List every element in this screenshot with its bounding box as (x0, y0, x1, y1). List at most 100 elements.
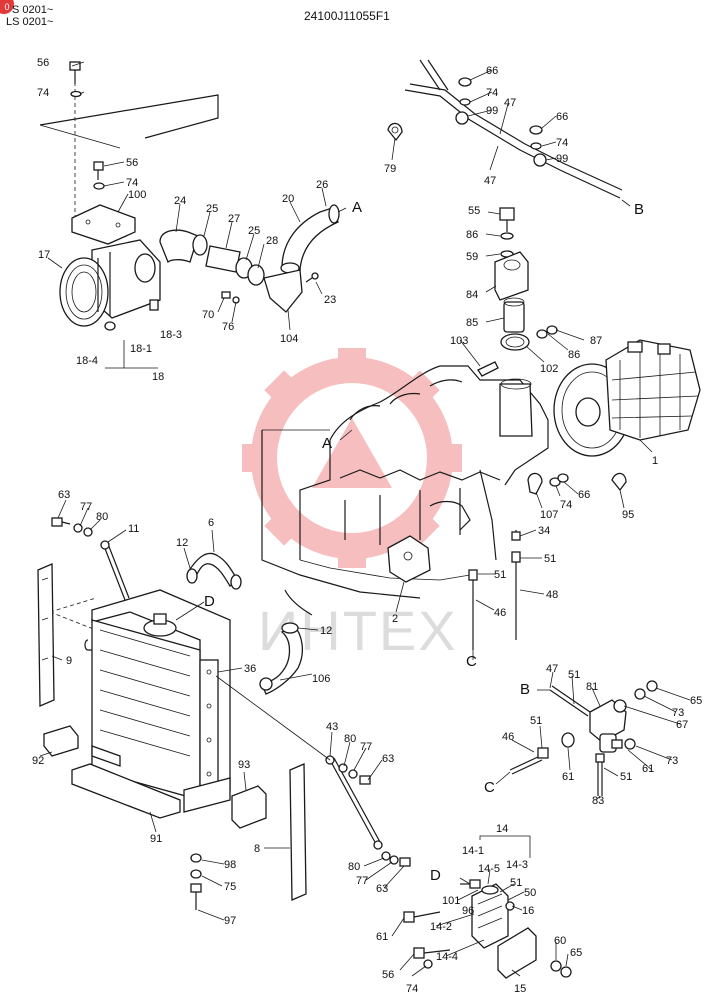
callout-61: 61 (562, 771, 574, 783)
callout-102: 102 (540, 363, 558, 375)
callout-56: 56 (126, 157, 138, 169)
callout-20: 20 (282, 193, 294, 205)
filter-stack (477, 207, 558, 377)
watermark-gear-logo (242, 348, 462, 568)
engine-side-parts (468, 472, 627, 650)
callout-12: 12 (320, 625, 332, 637)
callout-77: 77 (360, 741, 372, 753)
callout-51: 51 (510, 877, 522, 889)
callout-14-5: 14-5 (478, 863, 500, 875)
callout-61: 61 (642, 763, 654, 775)
callout-74: 74 (556, 137, 568, 149)
callout-86: 86 (466, 229, 478, 241)
callout-83: 83 (592, 795, 604, 807)
callout-16: 16 (522, 905, 534, 917)
callout-100: 100 (128, 189, 146, 201)
callout-65: 65 (570, 947, 582, 959)
callout-55: 55 (468, 205, 480, 217)
callout-80: 80 (344, 733, 356, 745)
callout-103: 103 (450, 335, 468, 347)
callout-80: 80 (96, 511, 108, 523)
manufacturer-badge: 0 (0, 0, 14, 14)
callout-14: 14 (496, 823, 508, 835)
callout-50: 50 (524, 887, 536, 899)
engine-outline (261, 365, 549, 616)
callout-47: 47 (504, 97, 516, 109)
callout-12: 12 (176, 537, 188, 549)
callout-2: 2 (392, 613, 398, 625)
callout-43: 43 (326, 721, 338, 733)
callout-79: 79 (384, 163, 396, 175)
callout-93: 93 (238, 759, 250, 771)
callout-59: 59 (466, 251, 478, 263)
callout-56: 56 (37, 57, 49, 69)
callout-73: 73 (672, 707, 684, 719)
callout-46: 46 (502, 731, 514, 743)
callout-51: 51 (530, 715, 542, 727)
callout-73: 73 (666, 755, 678, 767)
callout-66: 66 (578, 489, 590, 501)
callout-75: 75 (224, 881, 236, 893)
callout-17: 17 (38, 249, 50, 261)
callout-74: 74 (406, 983, 418, 995)
callout-74: 74 (37, 87, 49, 99)
callout-27: 27 (228, 213, 240, 225)
leader-lines (39, 61, 691, 977)
callout-6: 6 (208, 517, 214, 529)
callout-23: 23 (324, 294, 336, 306)
callout-77: 77 (356, 875, 368, 887)
callout-C: C (466, 653, 477, 670)
callout-96: 96 (462, 905, 474, 917)
callout-36: 36 (244, 663, 256, 675)
callout-51: 51 (620, 771, 632, 783)
callout-67: 67 (676, 719, 688, 731)
callout-85: 85 (466, 317, 478, 329)
callout-14-2: 14-2 (430, 921, 452, 933)
callout-99: 99 (556, 153, 568, 165)
callout-101: 101 (442, 895, 460, 907)
callout-A: A (322, 435, 332, 452)
callout-8: 8 (254, 843, 260, 855)
callout-77: 77 (80, 501, 92, 513)
callout-18-3: 18-3 (160, 329, 182, 341)
callout-65: 65 (690, 695, 702, 707)
callout-70: 70 (202, 309, 214, 321)
callout-98: 98 (224, 859, 236, 871)
callout-60: 60 (554, 935, 566, 947)
callout-47: 47 (546, 663, 558, 675)
serial-range-1: S 0201~ (12, 4, 53, 16)
callout-14-3: 14-3 (506, 859, 528, 871)
fuel-filter-group (509, 680, 658, 796)
callout-92: 92 (32, 755, 44, 767)
callout-D: D (430, 867, 441, 884)
badge-text: 0 (4, 2, 10, 12)
callout-97: 97 (224, 915, 236, 927)
separator-group (403, 835, 572, 979)
callout-47: 47 (484, 175, 496, 187)
callout-A: A (352, 199, 362, 216)
callout-D: D (204, 593, 215, 610)
callout-9: 9 (66, 655, 72, 667)
drawing-code: 24100J11055F1 (304, 9, 390, 23)
callout-81: 81 (586, 681, 598, 693)
callout-61: 61 (376, 931, 388, 943)
callout-48: 48 (546, 589, 558, 601)
pipe-group-top-right (387, 59, 623, 199)
callout-1: 1 (652, 455, 658, 467)
callout-107: 107 (540, 509, 558, 521)
callout-11: 11 (128, 523, 139, 535)
hydraulic-pump (553, 339, 701, 457)
callout-18-1: 18-1 (130, 343, 152, 355)
callout-63: 63 (58, 489, 70, 501)
callout-25: 25 (248, 225, 260, 237)
callout-24: 24 (174, 195, 186, 207)
callout-14-1: 14-1 (462, 845, 484, 857)
callout-104: 104 (280, 333, 298, 345)
callout-99: 99 (486, 105, 498, 117)
callout-26: 26 (316, 179, 328, 191)
callout-74: 74 (126, 177, 138, 189)
callout-25: 25 (206, 203, 218, 215)
callout-B: B (520, 681, 530, 698)
